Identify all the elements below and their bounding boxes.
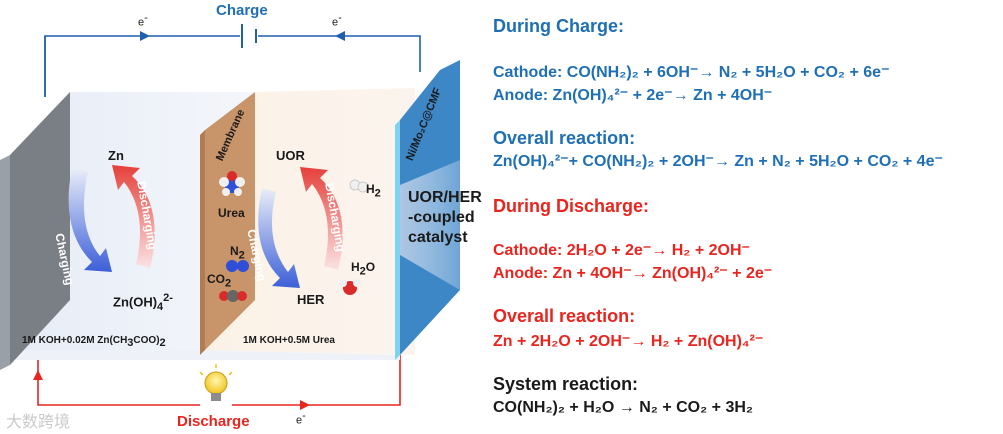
floor (10, 350, 400, 360)
h2o-label: H2O (351, 260, 376, 278)
n2-molecule-icon (226, 260, 249, 272)
charge-label: Charge (216, 2, 268, 19)
zincate-label: Zn(OH)42- (113, 292, 173, 313)
catalyst-callout-beam (400, 160, 460, 290)
discharging-arrow-right (300, 167, 343, 270)
electron-label-charge-left: e- (138, 12, 148, 29)
electron-label-charge-right: e- (332, 12, 342, 29)
charge-anode-equation: Anode: Zn(OH)₄²⁻ + 2e⁻→ Zn + 4OH⁻ (493, 87, 773, 104)
discharge-arrow-left (33, 370, 43, 380)
discharging-arrow-left (112, 165, 155, 268)
battery-symbol (241, 24, 257, 48)
system-header: System reaction: (493, 374, 639, 394)
discharge-arrow-right (300, 400, 310, 410)
discharge-header: During Discharge: (493, 196, 650, 216)
battery-diagram (0, 24, 460, 410)
charge-header: During Charge: (493, 16, 625, 36)
zn-label: Zn (108, 148, 124, 163)
discharge-overall-equation: Zn + 2H₂O + 2OH⁻→ H₂ + Zn(OH)₄²⁻ (493, 333, 764, 350)
watermark: 大数跨境 (6, 412, 71, 431)
charge-overall-header: Overall reaction: (493, 128, 636, 148)
co2-molecule-icon (219, 290, 247, 302)
left-electrolyte-label: 1M KOH+0.02M Zn(CH3COO)2 (22, 335, 166, 349)
charging-arrow-right (258, 188, 300, 288)
lightbulb-icon (199, 364, 233, 401)
charge-overall-equation: Zn(OH)₄²⁻+ CO(NH₂)₂ + 2OH⁻→ Zn + N₂ + 5H… (493, 153, 943, 170)
discharge-overall-header: Overall reaction: (493, 306, 636, 326)
zn-foil-electrode (10, 92, 70, 365)
h2-label: H2 (366, 182, 381, 200)
right-electrolyte-label: 1M KOH+0.5M Urea (243, 335, 335, 346)
catalyst-callout: UOR/HER -coupled catalyst (408, 189, 482, 246)
her-label: HER (297, 292, 325, 307)
charge-circuit (44, 35, 421, 97)
charge-cathode-equation: Cathode: CO(NH₂)₂ + 6OH⁻→ N₂ + 5H₂O + CO… (493, 64, 890, 81)
h2o-molecule-icon (339, 279, 361, 295)
electron-label-discharge: e- (296, 410, 306, 427)
co2-label: CO2 (207, 272, 232, 290)
urea-molecule-icon (219, 171, 245, 196)
discharge-anode-equation: Anode: Zn + 4OH⁻→ Zn(OH)₄²⁻ + 2e⁻ (493, 265, 773, 282)
discharge-cathode-equation: Cathode: 2H₂O + 2e⁻→ H₂ + 2OH⁻ (493, 242, 750, 259)
membrane (205, 92, 255, 350)
discharge-label: Discharge (177, 413, 250, 430)
charge-arrow-right (335, 31, 345, 41)
uor-label: UOR (276, 148, 305, 163)
system-equation: CO(NH₂)₂ + H₂O → N₂ + CO₂ + 3H₂ (493, 399, 754, 416)
charge-arrow-left (140, 31, 150, 41)
left-compartment (10, 92, 255, 350)
n2-label: N2 (230, 244, 245, 262)
urea-label: Urea (218, 206, 245, 220)
h2-molecule-icon (349, 179, 369, 193)
charging-arrow-left (68, 168, 112, 272)
